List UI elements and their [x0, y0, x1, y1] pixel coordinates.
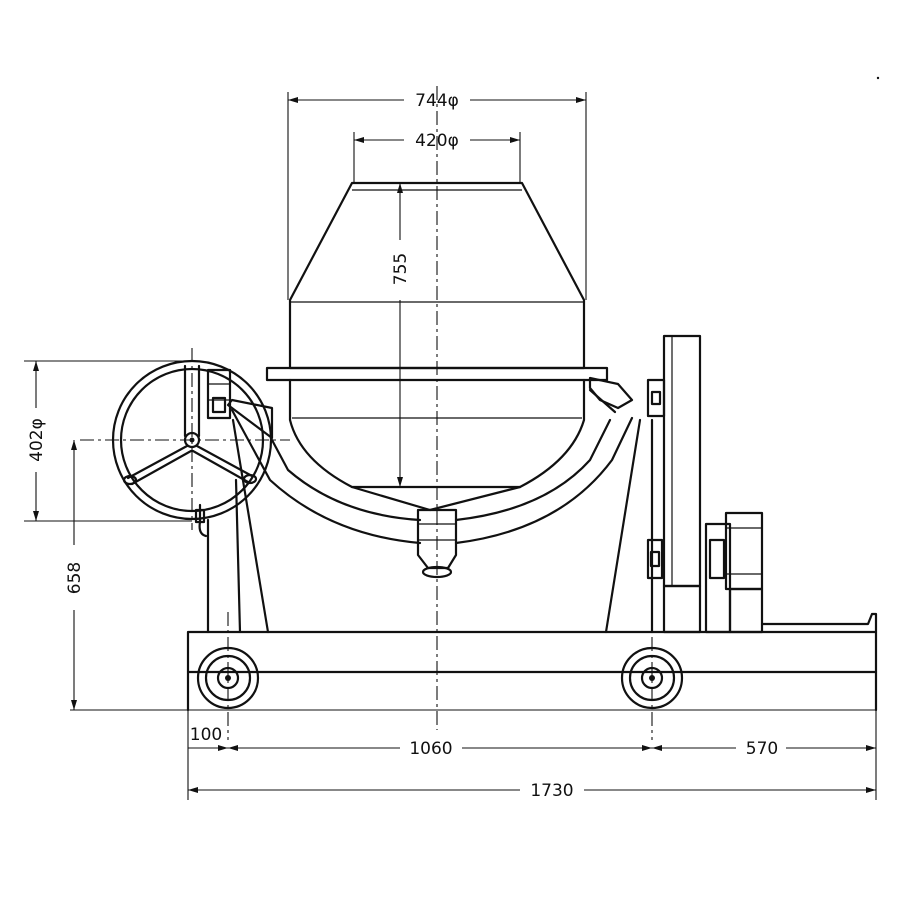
dimension-overall-length: 1730: [187, 710, 876, 801]
dimension-drum-outer-diameter: 744φ: [287, 91, 587, 300]
dimension-handwheel-diameter: 402φ: [24, 360, 192, 522]
right-support-leg: [604, 418, 654, 634]
dimension-label-570: 570: [746, 739, 778, 759]
dimension-label-1730: 1730: [530, 781, 573, 801]
dimension-label-100: 100: [190, 725, 222, 745]
dimension-axis-height: 658: [65, 440, 85, 710]
dimension-label-402: 402φ: [27, 418, 47, 462]
tow-bar: [760, 612, 878, 634]
left-support-leg: [206, 418, 270, 634]
dimension-label-744: 744φ: [415, 91, 459, 111]
base-frame: [186, 630, 878, 712]
dimension-label-420: 420φ: [415, 131, 459, 151]
dimension-label-1060: 1060: [409, 739, 452, 759]
stray-dot: [876, 76, 880, 80]
dimension-label-658: 658: [65, 562, 85, 594]
dimension-drum-mouth-diameter: 420φ: [353, 131, 521, 183]
center-lines: [80, 86, 653, 740]
dimension-wheel-chain: 100 1060 570: [188, 710, 877, 800]
dimension-label-755: 755: [391, 253, 411, 285]
pulley-assembly: [646, 334, 702, 634]
yoke-frame: [226, 376, 634, 545]
handwheel-bracket: [206, 368, 232, 420]
dimension-drum-height: 755: [391, 183, 411, 487]
motor-unit: [704, 511, 764, 634]
